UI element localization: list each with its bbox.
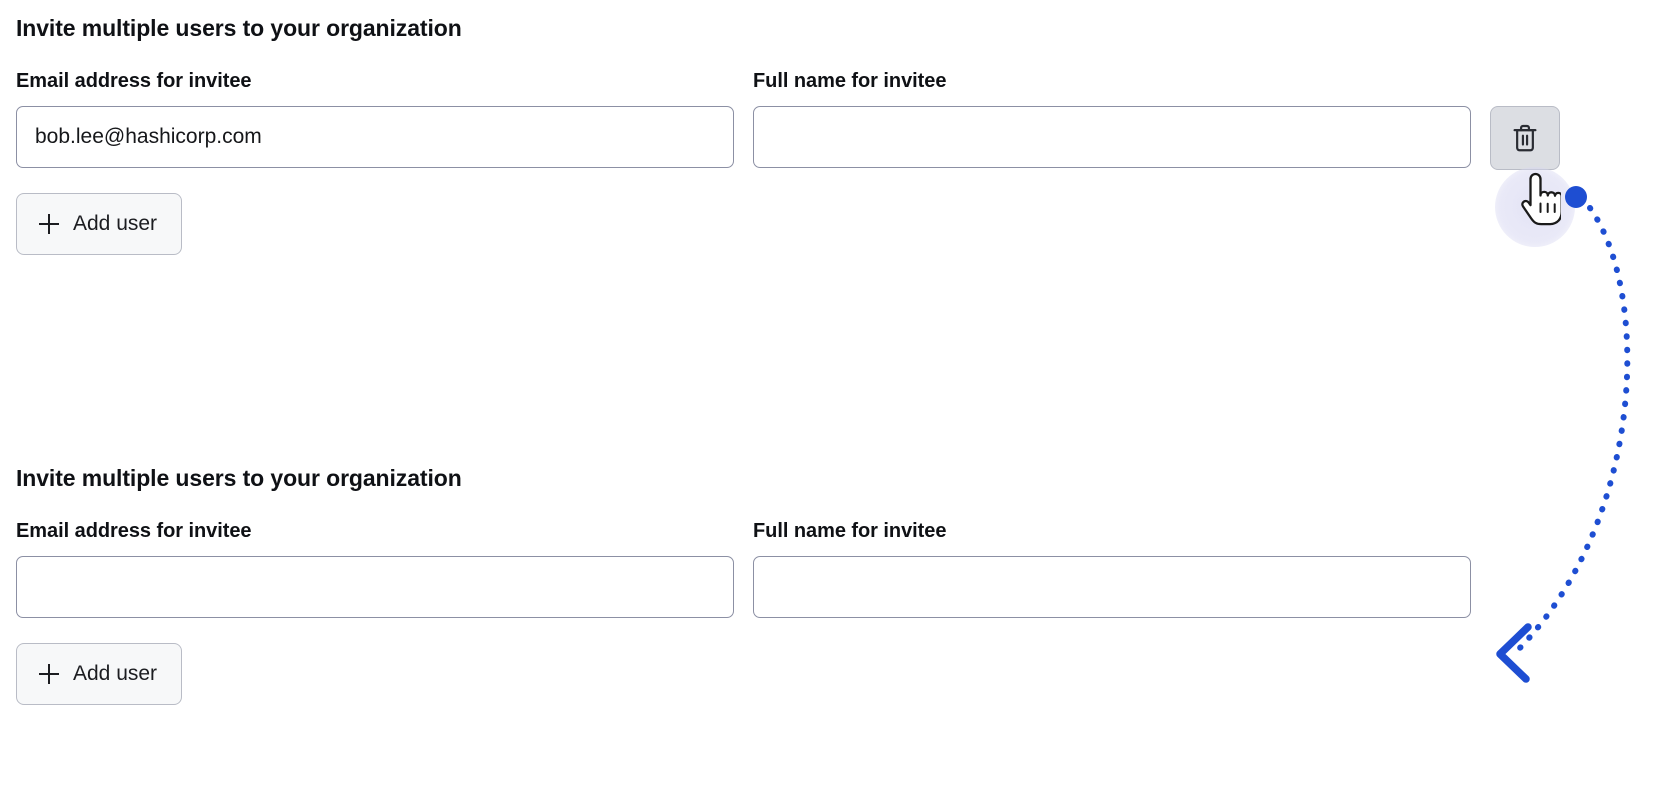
- email-input[interactable]: [16, 556, 734, 618]
- add-user-button-label: Add user: [73, 212, 158, 235]
- fullname-field-group: Full name for invitee: [753, 69, 1471, 168]
- add-user-button[interactable]: Add user: [16, 643, 183, 705]
- add-user-button[interactable]: Add user: [16, 193, 183, 255]
- fullname-input[interactable]: [753, 106, 1471, 168]
- email-input[interactable]: [16, 106, 734, 168]
- add-user-button-label: Add user: [73, 662, 158, 685]
- section-heading: Invite multiple users to your organizati…: [16, 15, 462, 41]
- invite-section: Invite multiple users to your organizati…: [16, 14, 1560, 255]
- annotation-start-dot: [1565, 186, 1587, 208]
- invitee-field-row: Email address for invitee Full name for …: [16, 69, 1560, 170]
- plus-icon: [39, 664, 59, 684]
- fullname-field-group: Full name for invitee: [753, 519, 1471, 618]
- annotation-arrowhead: [1496, 623, 1532, 683]
- invite-section: Invite multiple users to your organizati…: [16, 464, 1471, 705]
- fullname-field-label: Full name for invitee: [753, 70, 947, 92]
- invitee-field-row: Email address for invitee Full name for …: [16, 519, 1471, 618]
- delete-invitee-button[interactable]: [1490, 106, 1560, 170]
- section-heading: Invite multiple users to your organizati…: [16, 465, 462, 491]
- fullname-field-label: Full name for invitee: [753, 520, 947, 542]
- annotation-arrow-path: [1513, 205, 1631, 655]
- plus-icon: [39, 214, 59, 234]
- email-field-label: Email address for invitee: [16, 520, 252, 542]
- trash-icon: [1511, 123, 1539, 153]
- email-field-group: Email address for invitee: [16, 519, 734, 618]
- email-field-label: Email address for invitee: [16, 70, 252, 92]
- fullname-input[interactable]: [753, 556, 1471, 618]
- email-field-group: Email address for invitee: [16, 69, 734, 168]
